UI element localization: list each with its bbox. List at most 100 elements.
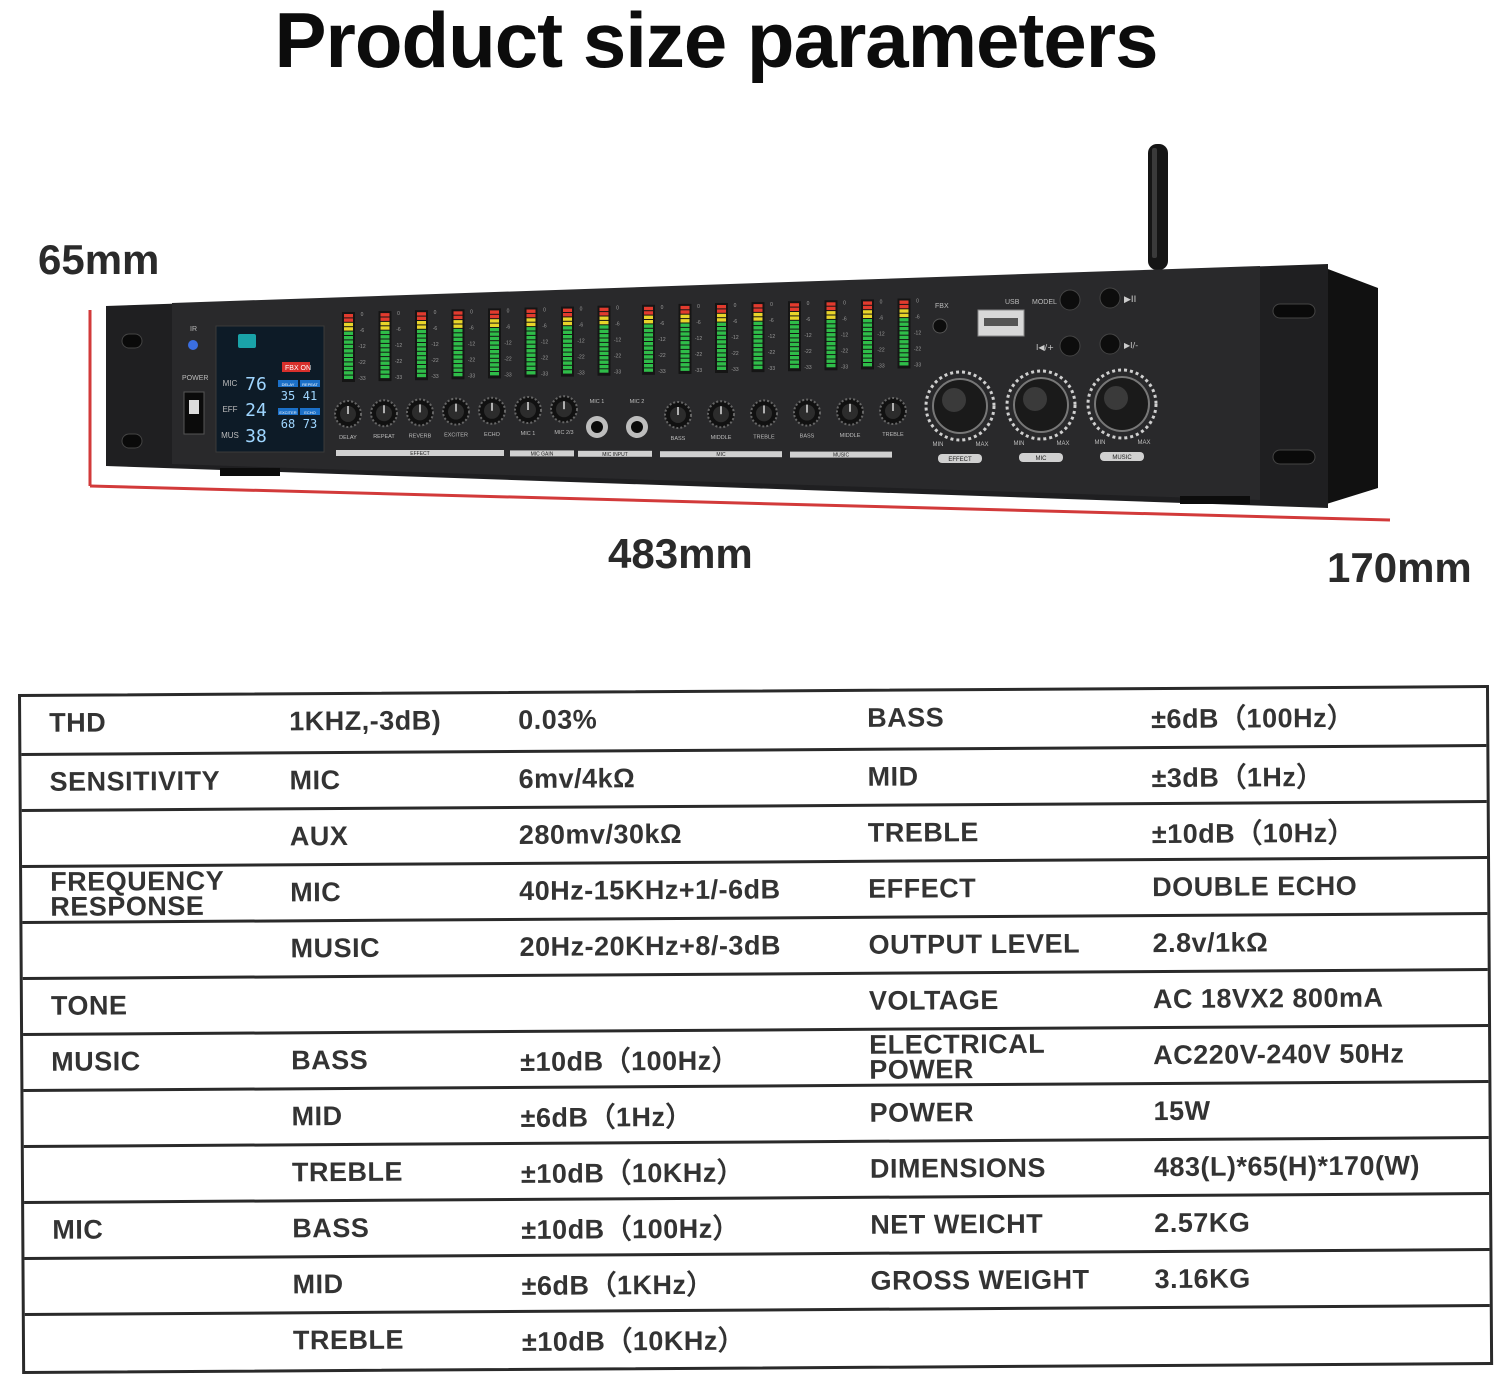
meter-scale-label: -22 — [768, 350, 775, 356]
meter-scale-label: -33 — [768, 366, 775, 372]
lcd-tag-value: 35 — [281, 389, 295, 403]
meter-scale-label: 0 — [470, 309, 473, 315]
meter-scale-label: -33 — [877, 363, 884, 369]
spec-name: TREBLE — [867, 817, 979, 848]
meter-scale-label: -33 — [504, 372, 511, 378]
spec-subcategory: BASS — [292, 1212, 370, 1244]
next-button[interactable] — [1099, 333, 1121, 355]
spec-value: ±10dB（10KHz） — [521, 1325, 746, 1357]
play-pause-button[interactable] — [1099, 287, 1121, 309]
usb-label: USB — [1005, 299, 1020, 306]
mic-input-label: MIC 1 — [590, 399, 605, 405]
big-knob-max-label: MAX — [1056, 441, 1069, 447]
meter-scale-label: -22 — [541, 356, 548, 362]
spec-category — [51, 1090, 291, 1144]
spec-subcategory: 1KHZ,-3dB) — [289, 705, 442, 737]
mic-input-label: MIC 2 — [630, 399, 645, 405]
spec-subcategory: MIC — [290, 877, 342, 908]
spec-value — [520, 975, 870, 1030]
section-label: MUSIC — [833, 453, 850, 459]
meter-scale-label: -12 — [468, 341, 475, 347]
spec-name: DIMENSIONS — [869, 1152, 1047, 1184]
meter-scale-label: -12 — [504, 340, 511, 346]
section-label-bar — [790, 451, 892, 458]
small-knob-label: BASS — [800, 434, 815, 440]
play-pause-icon: ▶II — [1124, 295, 1136, 305]
spec-name: MID — [867, 761, 919, 792]
meter-scale-label: -12 — [541, 340, 548, 346]
meter-scale-label: -6 — [733, 319, 738, 325]
power-label: POWER — [182, 375, 208, 382]
meter-scale-label: 0 — [580, 307, 583, 313]
spec-subcategory — [291, 977, 519, 1031]
meter-scale-label: -6 — [506, 324, 511, 330]
meter-scale-label: -22 — [841, 348, 848, 354]
prev-button[interactable] — [1059, 335, 1081, 357]
spec-detail: 2.8v/1kΩ — [1152, 927, 1269, 959]
spec-name — [871, 1309, 1155, 1364]
length-dimension-label: 483mm — [608, 530, 753, 577]
table-row: TREBLE±10dB（10KHz） — [24, 1304, 1491, 1369]
big-knob-min-label: MIN — [1014, 441, 1025, 447]
spec-subcategory: MUSIC — [290, 932, 381, 964]
spec-detail: AC220V-240V 50Hz — [1153, 1038, 1405, 1071]
lcd-tag-value: 41 — [303, 389, 317, 403]
spec-category: THD — [49, 707, 107, 738]
meter-scale-label: -22 — [804, 349, 811, 355]
lcd-tag: DELAY — [282, 382, 295, 387]
spec-detail: 15W — [1153, 1095, 1211, 1127]
small-knob-label: REPEAT — [373, 434, 395, 440]
meter-scale-label: -6 — [579, 323, 584, 329]
meter-scale-label: 0 — [770, 302, 773, 308]
small-knob-label: EXCITER — [444, 433, 468, 439]
meter-scale-label: -22 — [577, 355, 584, 361]
spec-value: 0.03% — [518, 704, 598, 735]
model-button[interactable] — [1059, 289, 1081, 311]
meter-scale-label: -22 — [877, 347, 884, 353]
meter-scale-label: -33 — [804, 365, 811, 371]
spec-subcategory: TREBLE — [291, 1156, 404, 1188]
lcd-row-label: EFF — [222, 405, 237, 414]
spec-name: POWER — [869, 1097, 975, 1128]
spec-subcategory: MID — [291, 1101, 343, 1132]
spec-name: GROSS WEIGHT — [870, 1264, 1090, 1296]
meter-scale-label: -33 — [695, 368, 702, 374]
meter-scale-label: -33 — [914, 363, 921, 369]
meter-scale-label: -22 — [358, 360, 365, 366]
spec-category — [53, 1314, 293, 1368]
meter-scale-label: -12 — [804, 333, 811, 339]
meter-scale-label: -33 — [468, 373, 475, 379]
lcd-row-value: 76 — [245, 374, 267, 395]
spec-subcategory: MID — [292, 1269, 344, 1300]
meter-scale-label: -33 — [431, 374, 438, 380]
spec-detail: 483(L)*65(H)*170(W) — [1153, 1150, 1421, 1183]
spec-detail: AC 18VX2 800mA — [1152, 982, 1384, 1015]
meter-scale-label: 0 — [843, 300, 846, 306]
lcd-display — [215, 325, 325, 453]
spec-detail: ±3dB（1Hz） — [1151, 762, 1324, 794]
meter-scale-label: -22 — [695, 352, 702, 358]
spec-detail — [1155, 1307, 1485, 1362]
fbx-label: FBX — [935, 303, 949, 310]
big-knob-label: MUSIC — [1112, 455, 1132, 461]
spec-category — [50, 922, 290, 976]
spec-value: 6mv/4kΩ — [518, 763, 636, 794]
ir-label: IR — [190, 326, 197, 333]
fbx-button[interactable] — [932, 318, 948, 334]
big-knob-min-label: MIN — [933, 442, 944, 448]
meter-scale-label: 0 — [880, 299, 883, 305]
rack-ear-slot — [1272, 449, 1316, 465]
meter-scale-label: -22 — [431, 358, 438, 364]
meter-scale-label: -6 — [806, 317, 811, 323]
meter-scale-label: -33 — [731, 367, 738, 373]
small-knob-label: DELAY — [339, 435, 357, 441]
meter-scale-label: -33 — [541, 372, 548, 378]
rack-ears — [121, 303, 1316, 465]
meter-scale-label: 0 — [616, 306, 619, 312]
spec-value: 20Hz-20KHz+8/-3dB — [519, 930, 781, 962]
